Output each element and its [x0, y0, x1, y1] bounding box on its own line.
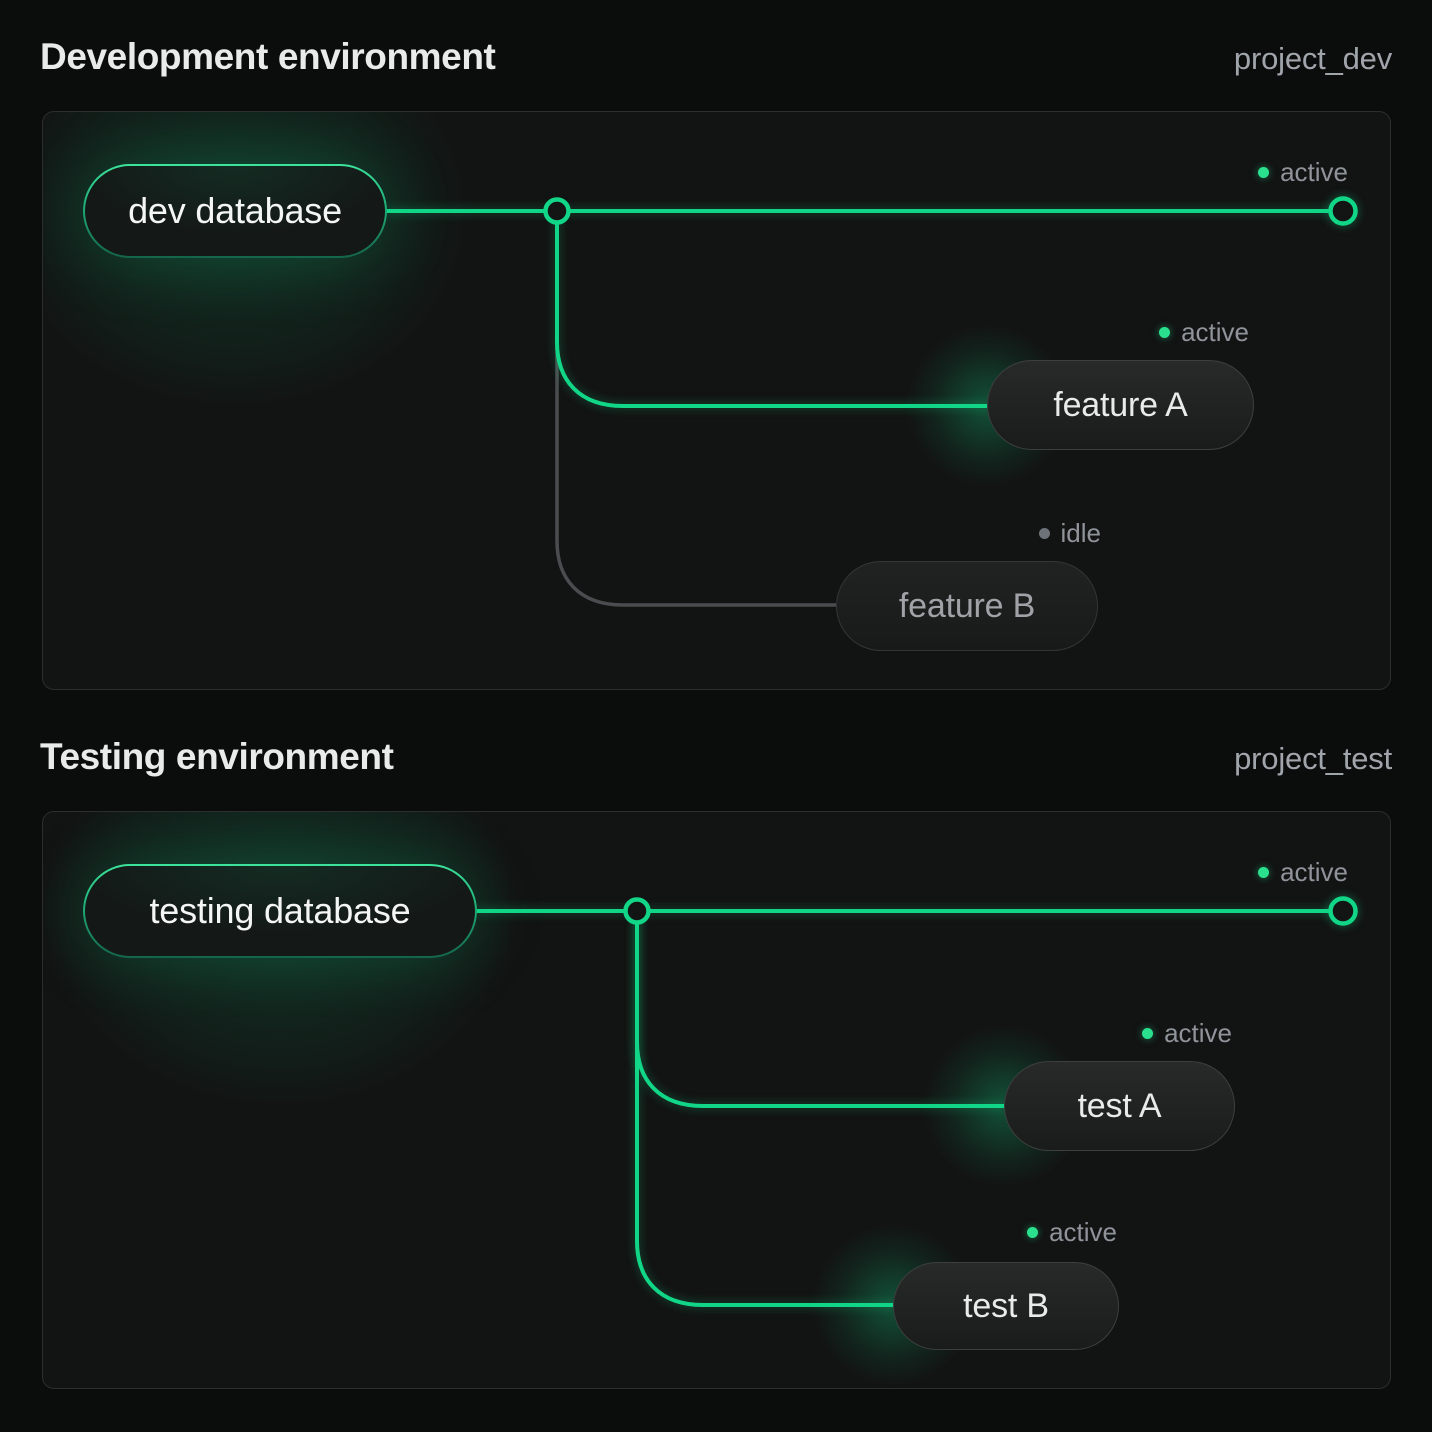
dev-environment-panel: dev database feature A feature B active …: [42, 111, 1391, 690]
main-branch-endpoint-node: [1328, 896, 1358, 926]
status-text: active: [1280, 156, 1348, 187]
dev-section-heading: Development environment: [40, 36, 496, 77]
status-text: idle: [1060, 517, 1101, 548]
test-a-status: active: [1142, 1015, 1232, 1051]
main-branch-status: active: [1258, 854, 1348, 890]
dev-section-header: Development environment project_dev: [40, 36, 1392, 78]
status-dot-icon: [1159, 326, 1171, 338]
testing-database-node[interactable]: testing database: [83, 864, 477, 958]
status-dot-icon: [1038, 527, 1050, 539]
test-branch-wires: [475, 896, 1358, 1307]
status-text: active: [1164, 1017, 1232, 1048]
status-text: active: [1181, 316, 1249, 347]
dev-branch-wires: [385, 196, 1358, 607]
status-text: active: [1280, 856, 1348, 887]
status-dot-icon: [1142, 1027, 1154, 1039]
testing-database-label: testing database: [149, 890, 411, 931]
test-a-node[interactable]: test A: [1004, 1061, 1235, 1151]
feature-b-node[interactable]: feature B: [836, 561, 1098, 651]
dev-database-node[interactable]: dev database: [83, 164, 387, 258]
branch-line-test-a: [635, 911, 1004, 1108]
main-branch-status: active: [1258, 154, 1348, 190]
status-dot-icon: [1258, 866, 1270, 878]
branch-line-feature-b: [555, 211, 836, 607]
test-b-label: test B: [963, 1286, 1049, 1325]
test-section-heading: Testing environment: [40, 736, 394, 777]
status-dot-icon: [1258, 166, 1270, 178]
dev-project-label: project_dev: [1233, 41, 1392, 76]
branch-line-feature-a: [555, 211, 987, 408]
feature-b-status: idle: [1038, 515, 1101, 551]
dev-database-label: dev database: [128, 190, 342, 231]
test-b-status: active: [1027, 1214, 1117, 1250]
test-b-node[interactable]: test B: [893, 1262, 1119, 1350]
branch-line-test-b: [635, 911, 893, 1307]
test-section-header: Testing environment project_test: [40, 736, 1392, 778]
status-dot-icon: [1027, 1226, 1039, 1238]
branch-point-node: [623, 897, 651, 925]
testing-environment-panel: testing database test A test B active ac…: [42, 811, 1391, 1389]
feature-a-label: feature A: [1053, 385, 1188, 424]
feature-b-label: feature B: [898, 586, 1036, 625]
testing-database-node-surface: testing database: [85, 866, 475, 956]
feature-a-node[interactable]: feature A: [987, 360, 1254, 450]
main-branch-endpoint-node: [1328, 196, 1358, 226]
test-a-label: test A: [1077, 1086, 1162, 1125]
dev-database-node-surface: dev database: [85, 166, 385, 256]
status-text: active: [1049, 1216, 1117, 1247]
branch-point-node: [543, 197, 571, 225]
test-project-label: project_test: [1234, 741, 1392, 776]
feature-a-status: active: [1159, 314, 1249, 350]
